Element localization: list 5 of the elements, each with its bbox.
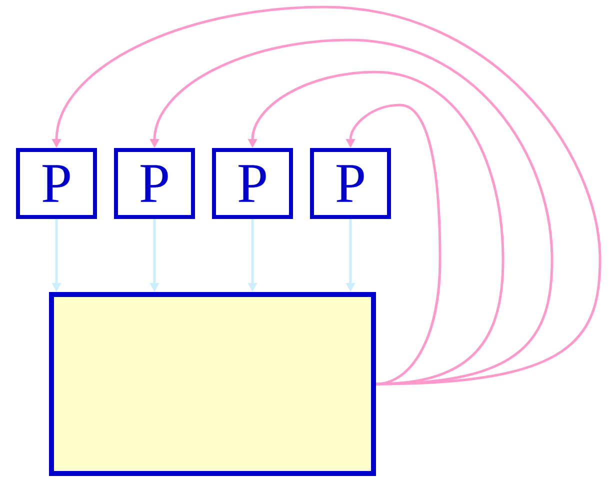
- empty-box: [49, 292, 376, 476]
- process-box: P: [212, 148, 293, 219]
- process-box: P: [114, 148, 195, 219]
- process-box: P: [310, 148, 391, 219]
- process-box: P: [16, 148, 97, 219]
